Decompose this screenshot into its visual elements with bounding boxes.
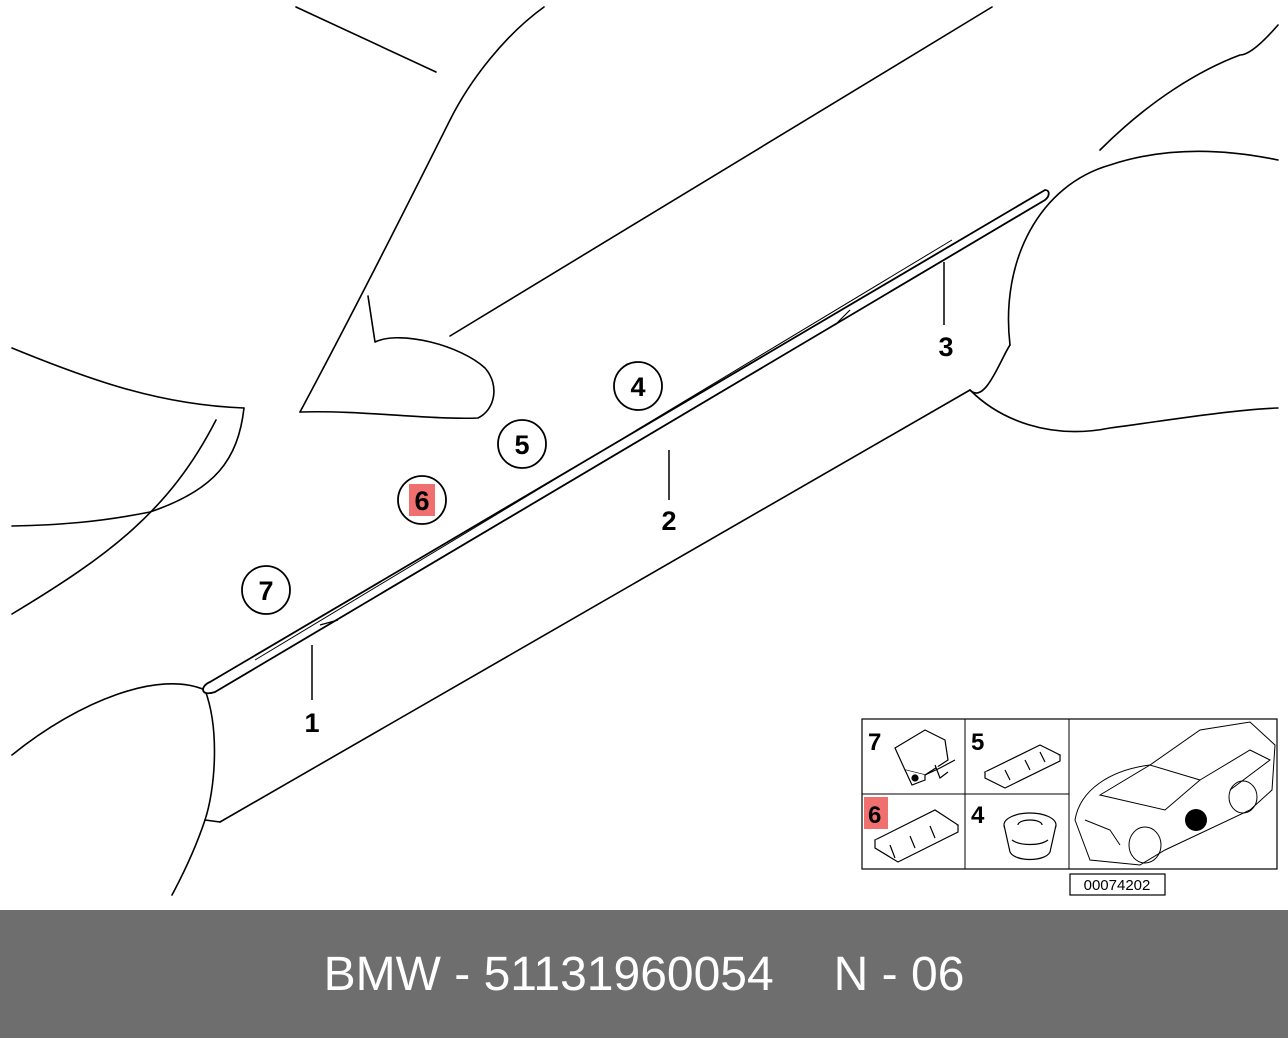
reference-code: 00074202: [1084, 877, 1151, 894]
footer-part-number: 51131960054: [483, 947, 774, 1001]
footer-position-label: N: [833, 947, 869, 1001]
car-outline: [11, 6, 1279, 896]
inset-label-5: 5: [971, 729, 984, 756]
label-1: 1: [304, 708, 319, 738]
clip-5-icon: [983, 744, 1062, 789]
car-location-icon: [1074, 721, 1276, 866]
footer-brand: BMW: [323, 947, 441, 1001]
callout-7[interactable]: 7: [241, 565, 291, 615]
part-footer: BMW - 51131960054 N - 06: [0, 910, 1288, 1038]
label-2: 2: [661, 506, 676, 536]
inset-highlight-6: [864, 797, 888, 829]
inset-label-7: 7: [868, 729, 881, 756]
footer-separator: -: [454, 947, 471, 1001]
location-marker: [1185, 809, 1207, 831]
callout-6-highlighted[interactable]: 6: [397, 475, 447, 525]
footer-position-value: 06: [911, 947, 965, 1001]
label-3: 3: [938, 332, 953, 362]
clip-7-icon: [894, 729, 956, 786]
leader-lines: [311, 262, 945, 700]
inset-label-6: 6: [868, 802, 881, 829]
highlight-6: [409, 484, 435, 516]
parts-diagram: 1 2 3 4 5 6 7 7 5 6 4: [11, 6, 1279, 896]
callout-7-text: 7: [258, 576, 273, 606]
callout-5-text: 5: [514, 430, 529, 460]
grommet-4-icon: [1003, 812, 1057, 861]
callout-4[interactable]: 4: [613, 361, 663, 411]
inset-label-4: 4: [971, 802, 985, 829]
parts-inset: 7 5 6 4: [861, 718, 1278, 896]
clip-6-icon: [873, 809, 960, 863]
callout-5[interactable]: 5: [497, 419, 547, 469]
callout-6-text: 6: [414, 486, 429, 516]
door-moulding: [202, 189, 1050, 695]
callout-4-text: 4: [630, 372, 645, 402]
